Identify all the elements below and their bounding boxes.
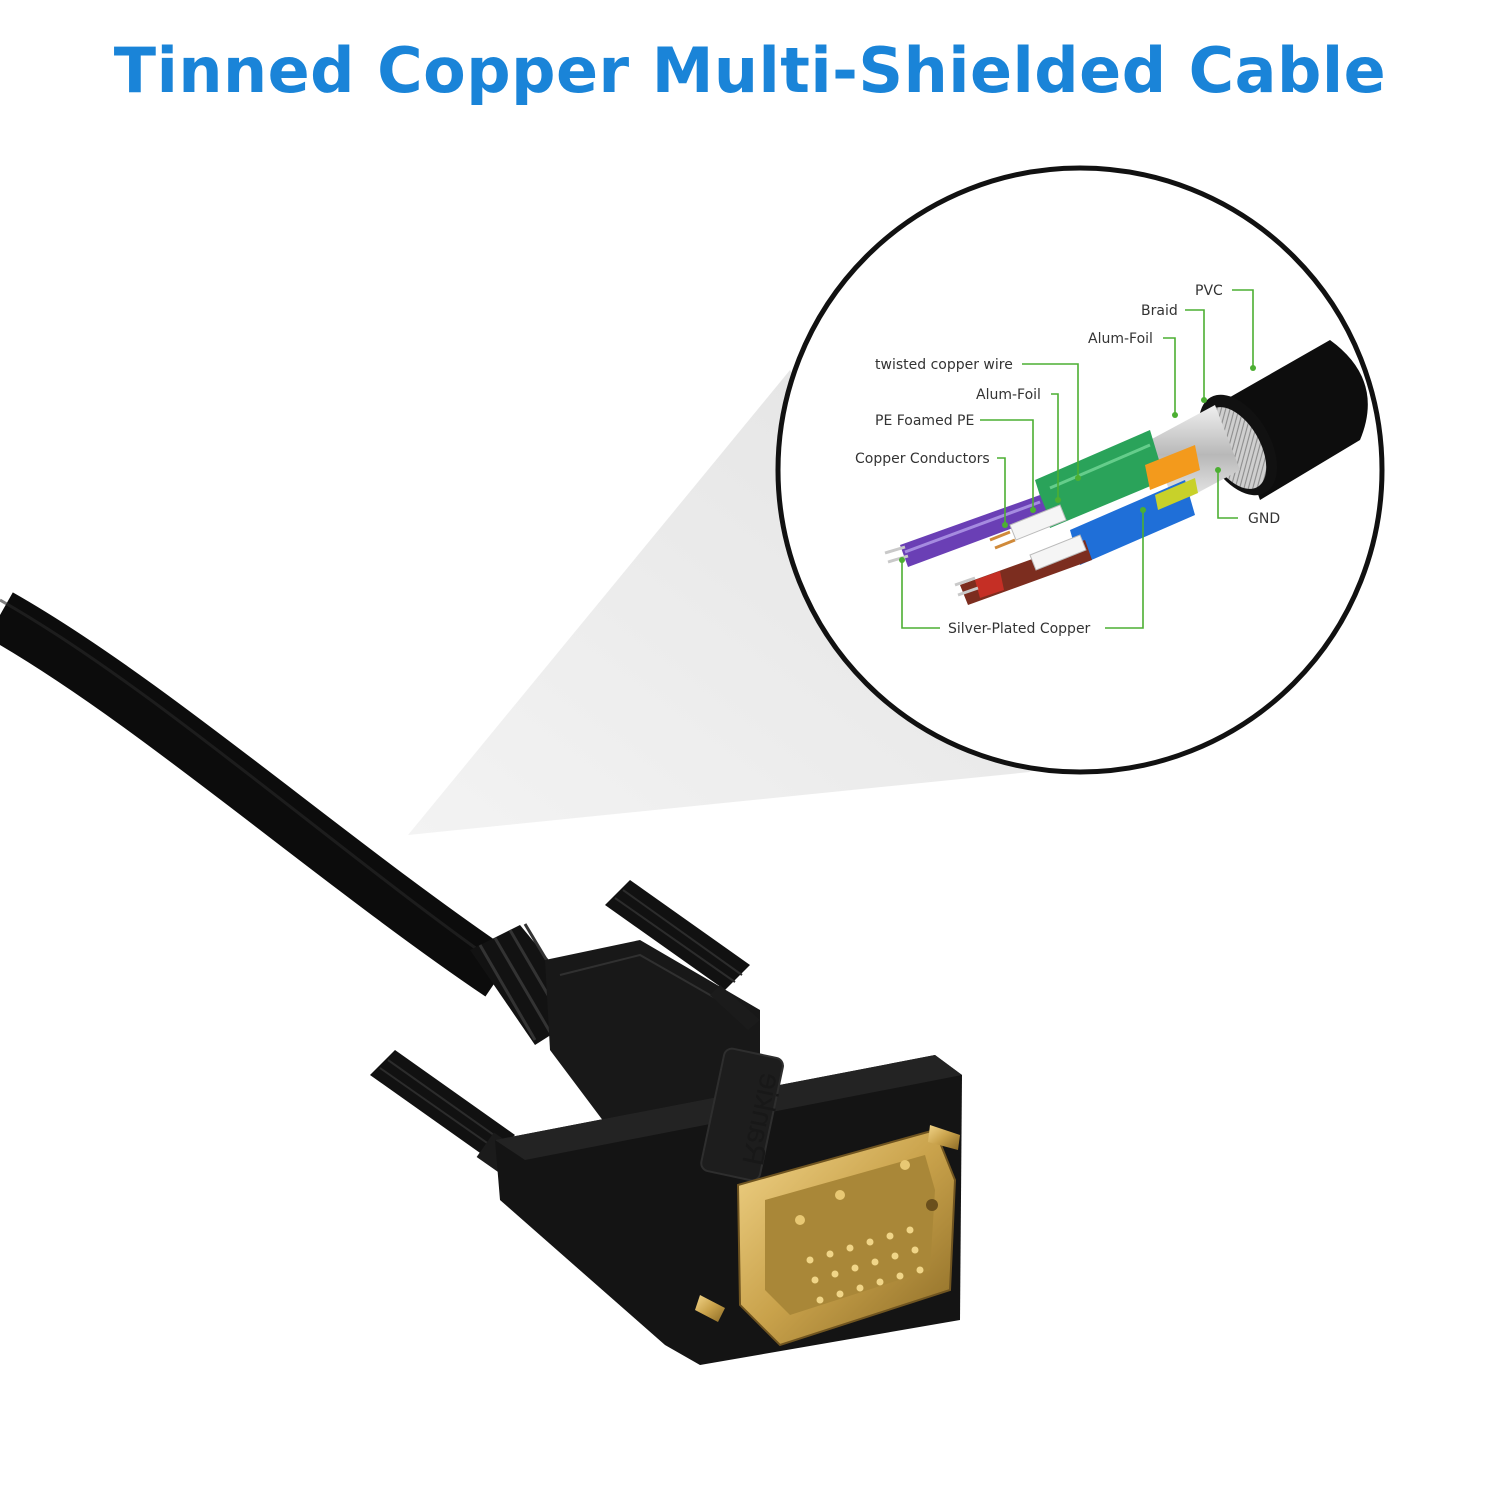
label-copper-conductors: Copper Conductors [855,451,990,467]
gold-contacts [736,1128,957,1347]
label-gnd: GND [1248,511,1280,527]
label-twisted-copper-wire: twisted copper wire [875,357,1013,373]
label-alum-foil-outer: Alum-Foil [1088,331,1153,347]
leader-lines [901,289,1254,629]
label-silver-plated-copper: Silver-Plated Copper [948,621,1091,637]
label-braid: Braid [1141,303,1178,319]
label-pe-foamed-pe: PE Foamed PE [875,413,974,429]
leader-dots [899,365,1256,563]
page-title: Tinned Copper Multi-Shielded Cable [113,34,1387,107]
label-alum-foil-inner: Alum-Foil [976,387,1041,403]
zoom-cone [408,370,1030,835]
thumbscrew-top-icon [605,880,760,1030]
label-pvc: PVC [1195,283,1223,299]
cable [0,592,515,997]
screw-icon [695,1125,960,1322]
